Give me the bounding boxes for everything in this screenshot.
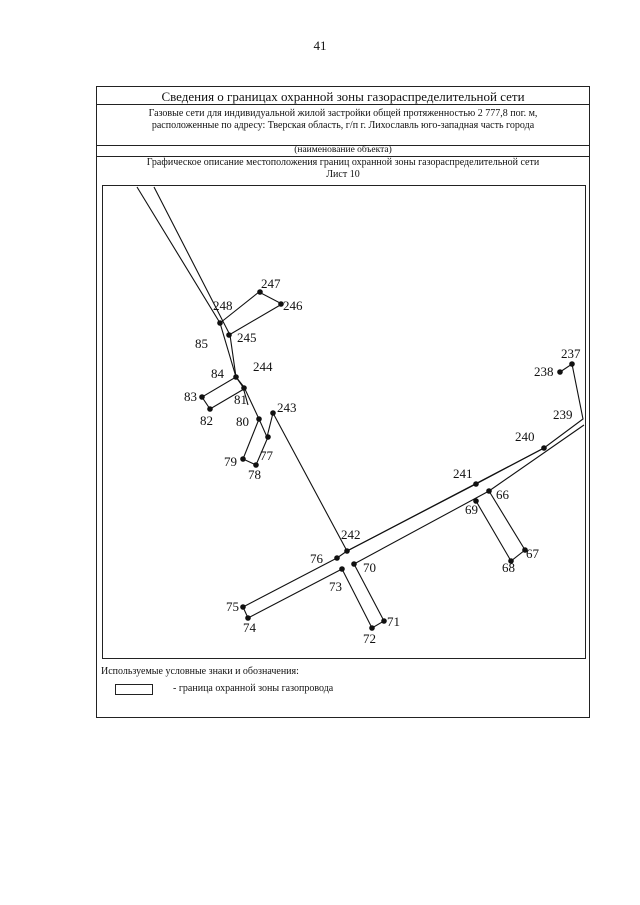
vertex-marker: [253, 462, 259, 468]
vertex-marker: [226, 332, 232, 338]
description-line-2: расположенные по адресу: Тверская област…: [151, 120, 535, 131]
legend-boundary-text: - граница охранной зоны газопровода: [173, 683, 334, 694]
sheet-label: Лист 10: [326, 169, 360, 180]
point-label: 85: [195, 336, 208, 351]
point-label: 248: [213, 298, 233, 313]
point-label: 68: [502, 560, 515, 575]
boundary-map: 247 246 248 245 85 244 84 83 81 82 80 24…: [136, 186, 585, 646]
vertex-marker: [508, 558, 514, 564]
vertex-marker: [351, 561, 357, 567]
object-label: (наименование объекта): [294, 145, 392, 155]
vertex-markers: [199, 289, 575, 631]
divider: [97, 104, 589, 105]
boundary-line: [219, 291, 284, 336]
point-label: 84: [211, 366, 225, 381]
vertex-marker: [240, 604, 246, 610]
point-label: 79: [224, 454, 237, 469]
vertex-marker: [381, 618, 387, 624]
point-label: 243: [277, 400, 297, 415]
boundary-line: [136, 186, 545, 552]
vertex-marker: [270, 410, 276, 416]
vertex-marker: [541, 445, 547, 451]
point-label: 241: [453, 466, 473, 481]
vertex-marker: [344, 548, 350, 554]
divider: [97, 156, 589, 157]
vertex-marker: [257, 289, 263, 295]
point-label: 82: [200, 413, 213, 428]
vertex-marker: [473, 481, 479, 487]
boundary-drawing: 247 246 248 245 85 244 84 83 81 82 80 24…: [102, 185, 586, 659]
point-label: 247: [261, 276, 281, 291]
point-label: 76: [310, 551, 324, 566]
point-label: 71: [387, 614, 400, 629]
boundary-line: [242, 418, 269, 466]
point-label: 80: [236, 414, 249, 429]
boundary-line: [346, 363, 584, 552]
vertex-marker: [241, 385, 247, 391]
vertex-marker: [569, 361, 575, 367]
point-label: 239: [553, 407, 573, 422]
vertex-marker: [240, 456, 246, 462]
legend-title: Используемые условные знаки и обозначени…: [101, 666, 299, 677]
vertex-marker: [334, 555, 340, 561]
document-frame: Сведения о границах охранной зоны газора…: [96, 86, 590, 718]
point-label: 81: [234, 392, 247, 407]
vertex-marker: [207, 406, 213, 412]
point-label: 67: [526, 546, 540, 561]
point-label: 69: [465, 502, 478, 517]
boundary-line: [341, 563, 385, 629]
point-label: 238: [534, 364, 554, 379]
vertex-marker: [217, 320, 223, 326]
graphic-title: Графическое описание местоположения гран…: [146, 157, 540, 168]
vertex-marker: [557, 369, 563, 375]
vertex-marker: [473, 498, 479, 504]
boundary-line: [201, 376, 245, 410]
point-label: 244: [253, 359, 273, 374]
divider: [97, 145, 589, 146]
boundary-line: [242, 557, 343, 619]
description-line-1: Газовые сети для индивидуальной жилой за…: [148, 108, 538, 119]
boundary-line: [353, 424, 585, 565]
vertex-labels: 247 246 248 245 85 244 84 83 81 82 80 24…: [184, 276, 581, 646]
document-title: Сведения о границах охранной зоны газора…: [161, 89, 525, 104]
vertex-marker: [522, 547, 528, 553]
point-label: 83: [184, 389, 197, 404]
boundary-line: [475, 490, 526, 562]
vertex-marker: [233, 374, 239, 380]
point-label: 70: [363, 560, 376, 575]
point-label: 237: [561, 346, 581, 361]
point-label: 242: [341, 527, 361, 542]
boundary-line: [153, 186, 249, 406]
vertex-marker: [369, 625, 375, 631]
vertex-marker: [339, 566, 345, 572]
vertex-marker: [265, 434, 271, 440]
vertex-marker: [245, 615, 251, 621]
vertex-marker: [256, 416, 262, 422]
point-label: 75: [226, 599, 239, 614]
page-number: 41: [313, 38, 327, 53]
point-label: 78: [248, 467, 261, 482]
point-label: 245: [237, 330, 257, 345]
point-label: 246: [283, 298, 303, 313]
point-label: 77: [260, 448, 274, 463]
vertex-marker: [199, 394, 205, 400]
point-label: 72: [363, 631, 376, 646]
object-description: Газовые сети для индивидуальной жилой за…: [97, 108, 589, 132]
boundary-lines: [136, 186, 585, 629]
point-label: 73: [329, 579, 342, 594]
point-label: 66: [496, 487, 510, 502]
point-label: 74: [243, 620, 257, 635]
vertex-marker: [278, 301, 284, 307]
legend-boundary-symbol: [115, 684, 153, 695]
point-label: 240: [515, 429, 535, 444]
vertex-marker: [486, 488, 492, 494]
